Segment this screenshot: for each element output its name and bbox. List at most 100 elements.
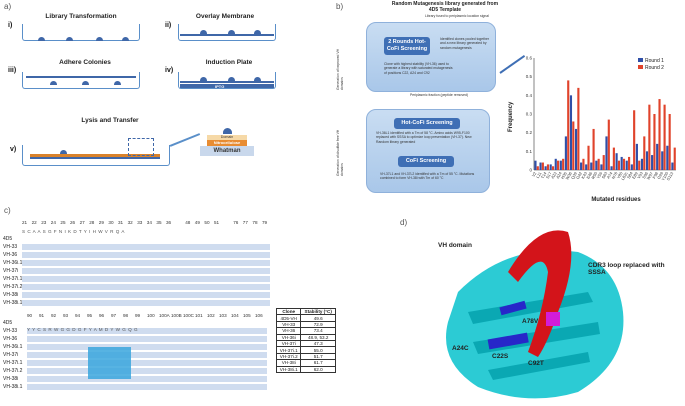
chart-xlabel: Mutated residues (591, 197, 641, 203)
whatman-layer: Whatman (200, 146, 254, 156)
bar-round-2 (653, 114, 656, 170)
step-ii-roman: ii) (165, 22, 172, 29)
stability-clone: VH-36 (275, 327, 302, 335)
x-tick-label: L82c (620, 171, 629, 181)
x-tick-label: Y80 (616, 170, 624, 179)
sequence-row (27, 352, 267, 358)
bottom-position-number: 98 (123, 313, 129, 318)
x-tick-label: S113 (665, 170, 674, 181)
bar-round-2 (622, 158, 626, 170)
colony (228, 77, 235, 81)
step-2-rounds-hot-cofi: 2 Rounds Hot-CoFi Screening (384, 37, 430, 55)
legend-item-round-1: Round 1 (638, 58, 664, 65)
x-tick-label: A24 (555, 170, 563, 179)
clone-name: VH-36i.1 (3, 260, 23, 266)
stability-value: 55.0 (300, 346, 336, 354)
x-tick-label: L11 (535, 170, 543, 179)
sequence-row (22, 284, 270, 290)
bar-round-2 (582, 158, 585, 170)
panel-a-label: a) (4, 2, 12, 11)
step-cofi: CoFi Screening (398, 156, 454, 167)
colony (38, 37, 45, 41)
stability-clone: VH-33 (275, 320, 302, 329)
top-position-number: 28 (89, 220, 95, 225)
bottom-position-number: 101 (195, 313, 203, 318)
stability-clone: VH-36i (275, 333, 302, 341)
step-i-title: Library Transformation (45, 13, 117, 20)
sequence-row (22, 276, 270, 282)
x-tick-label: K43 (580, 170, 588, 179)
clone-name: VH-37i.1 (3, 276, 23, 282)
clone-name: VH-33 (3, 328, 18, 334)
bar-round-2 (602, 155, 605, 170)
bar-round-2 (658, 99, 661, 170)
bottom-position-number: 94 (75, 313, 81, 318)
x-tick-label: V2 (531, 170, 538, 177)
top-position-number: 77 (242, 220, 248, 225)
mutation-a78v: A78V (522, 318, 539, 325)
cdr3-loop-label: CDR3 loop replaced with SSSA (588, 262, 665, 277)
mutation-site-blue-2 (499, 300, 527, 316)
bar-round-1 (549, 164, 552, 170)
top-position-number: 21 (22, 220, 28, 225)
x-tick-label: R50 (590, 170, 598, 180)
zoom-arrow (169, 133, 200, 147)
highlight-cdr3 (88, 347, 131, 379)
clone-name: VH-36 (3, 336, 18, 342)
bar-round-2 (572, 121, 575, 170)
flow-header-note: Library fused to periplasmic location si… (425, 14, 489, 18)
top-position-number: 34 (146, 220, 152, 225)
side-note-top: Generation of improved VH domains (336, 48, 345, 90)
bar-round-2 (592, 128, 595, 170)
stability-clone: VH-37i (275, 339, 302, 348)
membrane (180, 81, 274, 83)
x-tick-label: A23 (550, 170, 558, 179)
legend-label-round-2: Round 2 (645, 65, 664, 71)
sequence-row (27, 384, 267, 390)
mutation-c92t: C92T (528, 360, 544, 367)
x-tick-label: Y100 (660, 170, 669, 181)
top-position-number: 78 (252, 220, 258, 225)
bar-round-1 (574, 128, 578, 170)
x-tick-label: G99 (656, 170, 664, 180)
clone-name: VH-38i (3, 292, 19, 298)
stability-clone: VH-38i.1 (275, 365, 302, 373)
bottom-position-number: 99 (135, 313, 141, 318)
bottom-position-number: 97 (111, 313, 117, 318)
clone-name: 4D5 (3, 320, 13, 326)
sequence-row (27, 376, 267, 382)
x-tick-label: S84 (626, 170, 634, 179)
x-tick-label: E46 (585, 170, 593, 179)
header-clone: Clone (275, 307, 302, 316)
flow-box-bottom (366, 109, 490, 193)
bar-round-2 (567, 80, 570, 170)
bar-round-1 (610, 166, 613, 170)
step-v-roman: v) (10, 146, 17, 153)
colony (200, 77, 207, 81)
bar-round-1 (651, 155, 654, 170)
bar-round-1 (554, 158, 557, 170)
step-ii-title: Overlay Membrane (195, 13, 255, 20)
panel-d-label: d) (400, 218, 408, 227)
panel-b-label: b) (336, 2, 344, 11)
bar-round-2 (633, 110, 636, 170)
y-tick-label: 0 (529, 168, 532, 173)
chart-legend: Round 1 Round 2 (638, 58, 664, 72)
stability-clone: VH-37i.1 (275, 346, 302, 354)
bar-round-1 (564, 136, 567, 170)
top-position-number: 51 (214, 220, 220, 225)
sequence-row (22, 300, 270, 306)
strand-3 (488, 352, 590, 380)
top-position-number: 33 (137, 220, 143, 225)
colony (228, 30, 235, 34)
bar-round-1 (625, 160, 628, 170)
top-position-number: 49 (194, 220, 200, 225)
bar-round-1 (620, 156, 623, 170)
iptg-label: IPTG (215, 84, 225, 89)
clone-name: VH-37i.2 (3, 368, 23, 374)
x-tick-label: Y59 (595, 170, 603, 179)
bar-round-1 (534, 160, 537, 170)
top-position-number: 50 (204, 220, 210, 225)
bar-round-1 (635, 143, 638, 170)
